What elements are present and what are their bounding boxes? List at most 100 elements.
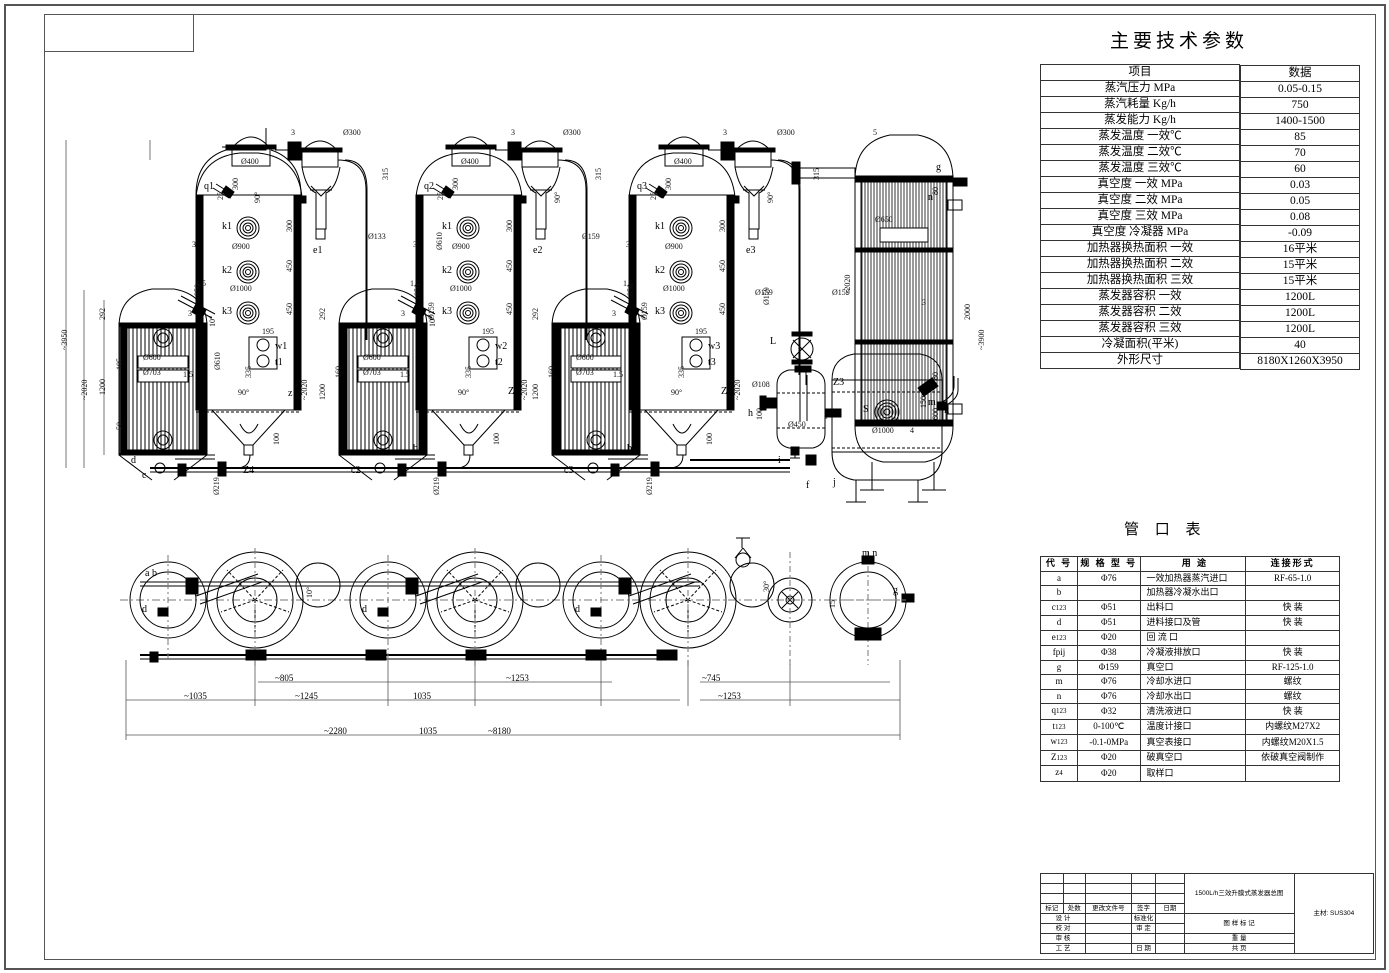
dia-703-e3: Ø703 (576, 368, 594, 377)
dia-610-e1b: Ø610 (213, 352, 222, 370)
tag-z3-tank: Z3 (833, 377, 845, 388)
nozzle-use: 清洗液进口 (1139, 703, 1247, 720)
param-header-item: 项目 (1040, 64, 1240, 81)
dim-315-3: 315 (812, 168, 821, 180)
param-label: 蒸发温度 一效℃ (1040, 128, 1240, 145)
dim-195-3: 195 (695, 327, 707, 336)
dia-450: Ø450 (788, 420, 806, 429)
tb-standardize: 标准化 (1130, 913, 1157, 924)
tb-blank-4 (1130, 873, 1157, 884)
dim-292: 292 (98, 308, 107, 320)
nozzle-connection: 快 装 (1245, 599, 1340, 616)
dia-108: Ø108 (752, 380, 770, 389)
plan-dim-805: ~805 (275, 673, 294, 683)
dim-195-1: 195 (262, 327, 274, 336)
dim-450b-e2: 450 (505, 303, 514, 315)
condenser (791, 134, 968, 491)
dim-2020-m3: ~2020 (733, 379, 742, 400)
param-label: 蒸发温度 三效℃ (1040, 160, 1240, 177)
dim-25-e1: 25 (216, 192, 225, 200)
tb-check: 校 对 (1040, 923, 1086, 934)
param-value: 0.05-0.15 (1240, 80, 1360, 98)
tag-z2: Z2 (508, 386, 520, 397)
dia-610-e1: Ø610 (435, 232, 444, 250)
nozzle-connection: 螺纹 (1245, 688, 1340, 704)
sheet-border-outer (4, 4, 1386, 970)
dim-overall-height: ~3950 (60, 329, 69, 350)
dia-159-a: Ø159 (582, 232, 600, 241)
param-value: 15平米 (1240, 256, 1360, 274)
effect2-condensate-pot (513, 140, 563, 240)
param-value: 1200L (1240, 320, 1360, 338)
angle-90-3: 90° (671, 388, 683, 397)
dim-160-1: 160 (334, 366, 343, 378)
tb-blank-1 (1040, 873, 1064, 884)
effect3-heater (551, 288, 649, 481)
dim-3-d: 3 (192, 240, 196, 249)
nozzle-connection: 快 装 (1245, 703, 1340, 720)
param-label: 蒸汽耗量 Kg/h (1040, 96, 1240, 113)
dim-25-e2: 25 (436, 192, 445, 200)
nozzle-connection: 内螺纹M27X2 (1245, 718, 1340, 735)
dim-1200: 1200 (98, 379, 107, 395)
tb-date-val (1155, 943, 1185, 954)
tb-material: 主材: SUS304 (1293, 873, 1375, 954)
param-value: 15平米 (1240, 272, 1360, 290)
tag-c2: c2 (351, 465, 361, 476)
dim-450b-e3: 450 (718, 303, 727, 315)
tag-t1: t1 (275, 357, 283, 368)
tb-blank-10 (1155, 883, 1185, 894)
dim-3900: ~3900 (977, 329, 986, 350)
param-value: 0.03 (1240, 176, 1360, 194)
dim-450a-e2: 450 (505, 260, 514, 272)
dia-600-e2: Ø600 (363, 353, 381, 362)
nozzle-code: g (1040, 659, 1078, 675)
dim-25-e3: 25 (649, 192, 658, 200)
param-label: 真空度 冷凝器 MPa (1040, 224, 1240, 241)
plan-dim-1035b: 1035 (413, 691, 431, 701)
param-label: 加热器换热面积 一效 (1040, 240, 1240, 257)
nozzle-spec: -0.1-0MPa (1077, 734, 1141, 751)
nozzle-code: a (1040, 570, 1078, 586)
dim-1-5-f: 1.5 (613, 370, 623, 379)
dim-335-1: 335 (244, 366, 253, 378)
tb-blank-17 (1155, 933, 1185, 944)
dia-159-b: Ø159 (755, 288, 773, 297)
plan-dim-1035c: 1035 (419, 726, 437, 736)
tag-w3: w3 (708, 341, 721, 352)
tag-g-plan: g (893, 585, 898, 596)
param-header-row: 项目数据 (1040, 64, 1360, 82)
nozzle-use: 温度计接口 (1139, 718, 1247, 735)
param-value: 40 (1240, 336, 1360, 354)
dia-300-p1: Ø300 (343, 128, 361, 137)
tb-design-val (1085, 913, 1132, 924)
tb-date: 日 期 (1130, 943, 1157, 954)
tag-d-plan3: d (575, 604, 580, 615)
tag-e2: e2 (533, 245, 543, 256)
angle-10-1: 10° (208, 315, 217, 327)
dim-heater-height-left: ~2020 (80, 379, 89, 400)
plan-view (120, 537, 915, 668)
tag-z1: z1 (288, 388, 298, 399)
effect2-heater (338, 288, 436, 481)
tb-mark-label: 图 样 标 记 (1183, 913, 1295, 934)
plan-dim-1253a: ~1253 (506, 673, 529, 683)
tb-drawing-name: 1500L/h三效升膜式蒸发器总图 (1183, 873, 1295, 914)
dia-400-e2: Ø400 (461, 157, 479, 166)
tb-standardize-val (1155, 913, 1185, 924)
tb-blank-16 (1130, 933, 1157, 944)
dia-900-e1: Ø900 (232, 242, 250, 251)
plan-dim-745: ~745 (702, 673, 721, 683)
tag-w1: w1 (275, 341, 288, 352)
dia-159-v3: Ø159 (640, 302, 649, 320)
tb-rev-date: 日期 (1155, 903, 1185, 914)
nozzle-use: 回 流 口 (1139, 629, 1247, 646)
